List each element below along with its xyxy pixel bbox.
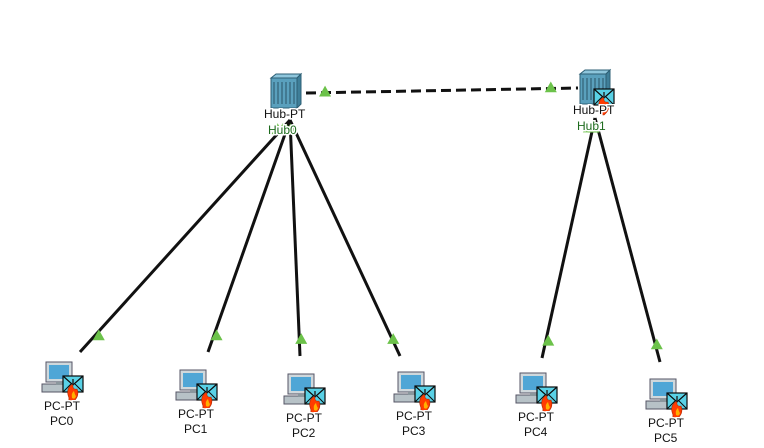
device-type-label: PC-PT [178, 407, 215, 421]
link-hub1-pc4[interactable] [540, 117, 597, 359]
crossover-cable[interactable] [305, 86, 579, 95]
device-name-label: PC5 [654, 431, 678, 445]
device-type-label: PC-PT [286, 411, 323, 425]
device-name-label: PC0 [50, 414, 74, 428]
pdu-envelope-icon[interactable] [593, 88, 615, 116]
link-up-indicator-icon [92, 329, 105, 341]
link-up-indicator-icon [284, 123, 297, 135]
pc-icon[interactable] [515, 372, 551, 404]
pdu-envelope-icon[interactable] [414, 385, 436, 413]
link-hub0-hub1[interactable] [305, 81, 579, 97]
pdu-envelope-icon[interactable] [62, 375, 84, 403]
link-up-indicator-icon [295, 333, 308, 344]
link-hub0-pc0[interactable] [78, 118, 292, 354]
link-up-indicator-icon [587, 121, 600, 133]
device-name-label: PC3 [402, 424, 426, 438]
device-hub1[interactable]: Hub-PT Hub1 [572, 68, 617, 135]
device-type-label: PC-PT [44, 399, 81, 413]
link-up-indicator-icon [387, 333, 400, 344]
straight-cable[interactable] [593, 117, 662, 363]
link-up-indicator-icon [542, 334, 555, 346]
pdu-envelope-icon[interactable] [536, 386, 558, 414]
device-name-label: PC2 [292, 426, 316, 440]
hub-icon[interactable] [269, 72, 303, 110]
link-hub0-pc1[interactable] [206, 119, 292, 353]
link-up-indicator-icon [319, 85, 332, 97]
link-hub1-pc5[interactable] [587, 117, 663, 363]
link-up-indicator-icon [650, 338, 663, 350]
link-hub0-pc2[interactable] [280, 119, 308, 357]
link-up-indicator-icon [210, 329, 223, 341]
links-layer [78, 81, 663, 363]
device-type-label: Hub-PT [573, 103, 615, 117]
link-up-indicator-icon [544, 81, 557, 93]
pdu-envelope-icon[interactable] [196, 383, 218, 411]
device-name-label: Hub0 [268, 123, 297, 137]
device-name-label: PC4 [524, 425, 548, 439]
link-hub0-pc3[interactable] [284, 119, 402, 357]
device-type-label: PC-PT [518, 410, 555, 424]
device-type-label: Hub-PT [264, 107, 306, 121]
straight-cable[interactable] [540, 117, 597, 359]
pdu-envelope-icon[interactable] [666, 392, 688, 420]
straight-cable[interactable] [288, 119, 302, 357]
device-type-label: PC-PT [648, 416, 685, 430]
device-name-label: PC1 [184, 422, 208, 436]
straight-cable[interactable] [78, 118, 292, 354]
device-name-label: Hub1 [577, 119, 606, 133]
straight-cable[interactable] [288, 119, 402, 357]
straight-cable[interactable] [206, 119, 292, 353]
pdu-envelope-icon[interactable] [304, 387, 326, 415]
device-type-label: PC-PT [396, 409, 433, 423]
device-hub0[interactable]: Hub-PT Hub0 [263, 72, 308, 139]
